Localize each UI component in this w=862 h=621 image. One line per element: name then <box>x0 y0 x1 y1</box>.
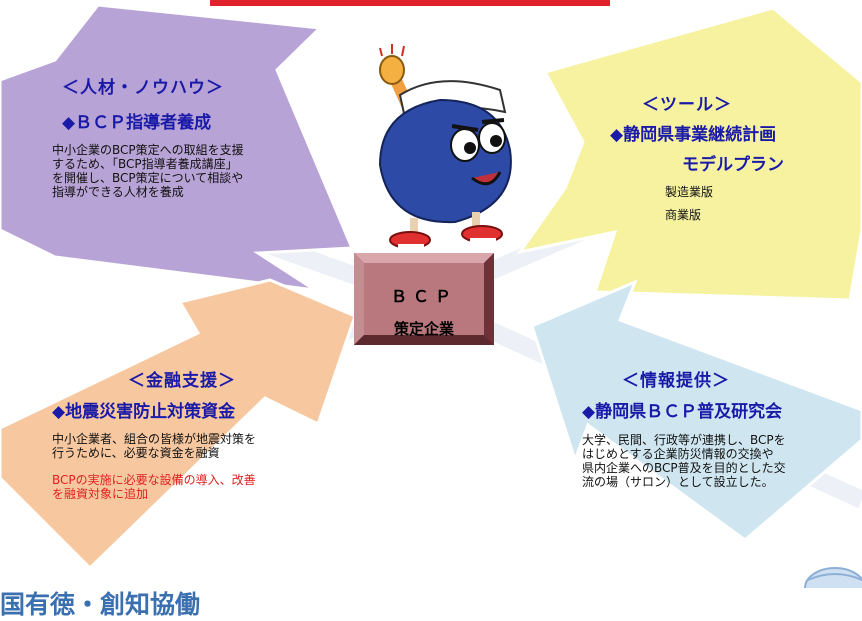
talent-heading: ＜人材・ノウハウ＞ <box>62 78 224 98</box>
talent-body-4: 指導ができる人材を養成 <box>52 185 184 199</box>
tool-subheading-1: ◆静岡県事業継続計画 <box>610 125 777 145</box>
finance-arrow <box>0 278 357 571</box>
info-body-3: 県内企業へのBCP普及を目的とした交 <box>582 461 786 475</box>
finance-note-1: BCPの実施に必要な設備の導入、改善 <box>52 473 256 487</box>
mascot-illustration <box>378 44 512 249</box>
diagram-shapes <box>0 3 862 588</box>
finance-body-2: 行うために、必要な資金を融資 <box>52 446 220 460</box>
center-line-2: 策定企業 <box>393 320 454 338</box>
finance-body-1: 中小企業者、組合の皆様が地震対策を <box>52 432 257 446</box>
tool-heading: ＜ツール＞ <box>642 95 732 115</box>
top-red-bar <box>210 0 610 6</box>
finance-subheading: ◆地震災害防止対策資金 <box>52 402 236 422</box>
tool-subheading-2: モデルプラン <box>682 155 784 175</box>
info-body-2: はじめとする企業防災情報の交換や <box>582 447 774 461</box>
talent-subheading: ◆ＢＣＰ指導者養成 <box>62 113 212 133</box>
tool-item-2: 商業版 <box>665 208 702 222</box>
info-heading: ＜情報提供＞ <box>622 371 730 391</box>
talent-body-1: 中小企業のBCP策定への取組を支援 <box>52 143 244 157</box>
talent-arrow <box>0 3 355 292</box>
center-box-shape <box>354 253 494 345</box>
info-body-1: 大学、民間、行政等が連携し、BCPを <box>582 433 786 447</box>
talent-body-3: を開催し、BCP策定について相談や <box>52 171 244 185</box>
tool-item-1: 製造業版 <box>665 185 714 199</box>
footer-slogan: 国有徳・創知協働 <box>0 590 201 619</box>
globe-logo-icon <box>804 567 862 588</box>
finance-heading: ＜金融支援＞ <box>128 371 236 391</box>
center-line-1: ＢＣＰ <box>390 287 457 306</box>
finance-note-2: を融資対象に追加 <box>52 487 149 501</box>
talent-body-2: するため、「BCP指導者養成講座」 <box>52 157 238 171</box>
info-arrow <box>530 279 862 542</box>
info-subheading: ◆静岡県ＢＣＰ普及研究会 <box>582 402 783 422</box>
info-body-4: 流の場（サロン）として設立した。 <box>582 475 774 489</box>
tool-arrow <box>516 6 862 302</box>
center-box: ＢＣＰ 策定企業 <box>354 253 494 345</box>
